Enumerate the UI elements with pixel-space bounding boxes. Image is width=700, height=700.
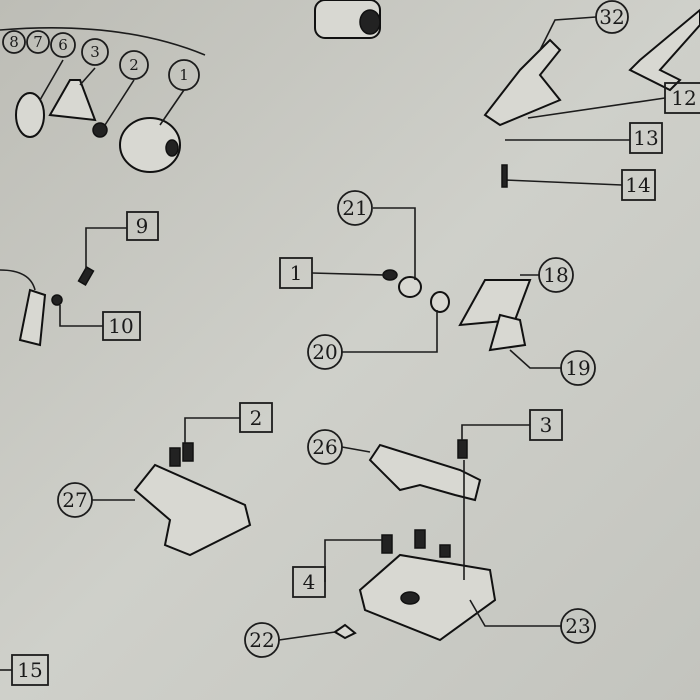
callout-26: 26 [312, 435, 337, 459]
callout-18: 18 [543, 263, 568, 287]
callout-23: 23 [565, 614, 590, 638]
top-left-callouts: 1 2 3 6 7 8 [2, 30, 200, 91]
callout-19: 19 [565, 356, 590, 380]
bottom-left-callout: 15 [0, 654, 49, 686]
callout-22: 22 [249, 628, 274, 652]
callout-7-top: 7 [33, 33, 43, 51]
left-assembly: 9 10 [0, 211, 159, 347]
callout-6-top: 6 [58, 36, 68, 54]
callout-3-top: 3 [90, 43, 100, 61]
top-cylinder-part [314, 0, 381, 39]
top-left-assembly: 1 2 3 6 7 8 [0, 27, 206, 173]
top-right-assembly: 32 12 13 14 [483, 0, 700, 201]
center-assembly: 21 1 18 20 19 [279, 190, 596, 386]
callout-1-top: 1 [179, 66, 189, 84]
callout-15: 15 [17, 658, 42, 682]
callout-13: 13 [633, 126, 658, 150]
callout-8-top: 8 [9, 33, 19, 51]
callout-10: 10 [108, 314, 133, 338]
callout-9: 9 [136, 214, 149, 238]
callout-3: 3 [540, 413, 553, 437]
callout-2: 2 [250, 406, 263, 430]
lower-right-assembly: 3 26 4 23 22 [244, 409, 596, 658]
callout-2-top: 2 [129, 56, 139, 74]
lower-left-assembly: 2 27 [57, 402, 273, 557]
callout-14: 14 [625, 173, 650, 197]
callout-20: 20 [312, 340, 337, 364]
callout-4: 4 [303, 570, 316, 594]
callout-27: 27 [62, 488, 87, 512]
callout-1: 1 [290, 261, 303, 285]
callout-21: 21 [342, 196, 367, 220]
callout-12: 12 [671, 86, 696, 110]
callout-32: 32 [599, 5, 624, 29]
